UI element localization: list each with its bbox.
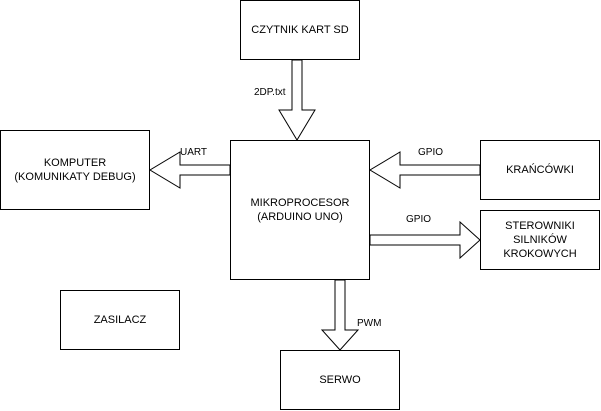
arrow-mcu-to-computer — [149, 151, 231, 189]
computer-label: KOMPUTER — [43, 157, 107, 169]
power-supply-label: ZASILACZ — [93, 314, 147, 326]
sd-card-reader-block: CZYTNIK KART SD — [240, 0, 360, 60]
arrow-switches-to-mcu — [369, 151, 481, 189]
servo-block: SERWO — [280, 350, 400, 410]
arrow-mcu-to-servo — [320, 279, 360, 351]
limit-switches-label: KRAŃCÓWKI — [506, 164, 574, 176]
stepper-drivers-block: STEROWNIKI SILNIKÓW KROKOWYCH — [480, 210, 600, 270]
stepper-drivers-label-line-2: SILNIKÓW — [513, 234, 567, 246]
arrow-mcu-to-drivers — [369, 220, 481, 260]
stepper-drivers-label-line-3: KROKOWYCH — [503, 248, 577, 260]
microprocessor-block: MIKROPROCESOR (ARDUINO UNO) — [230, 140, 370, 280]
microprocessor-sublabel: (ARDUINO UNO) — [257, 211, 343, 223]
stepper-drivers-label-line-1: STEROWNIKI — [505, 220, 575, 232]
label-gpio-in: GPIO — [418, 147, 444, 158]
power-supply-block: ZASILACZ — [60, 290, 180, 350]
label-sd-to-mcu: 2DP.txt — [254, 87, 286, 98]
microprocessor-label: MIKROPROCESOR — [250, 197, 350, 209]
label-uart: UART — [180, 147, 208, 158]
limit-switches-block: KRAŃCÓWKI — [480, 140, 600, 200]
label-gpio-out: GPIO — [406, 214, 432, 225]
servo-label: SERWO — [319, 374, 361, 386]
label-pwm: PWM — [357, 318, 382, 329]
computer-block: KOMPUTER (KOMUNIKATY DEBUG) — [0, 130, 150, 210]
arrow-sd-to-mcu — [278, 59, 316, 141]
sd-card-reader-label: CZYTNIK KART SD — [251, 24, 349, 36]
computer-sublabel: (KOMUNIKATY DEBUG) — [14, 171, 136, 183]
